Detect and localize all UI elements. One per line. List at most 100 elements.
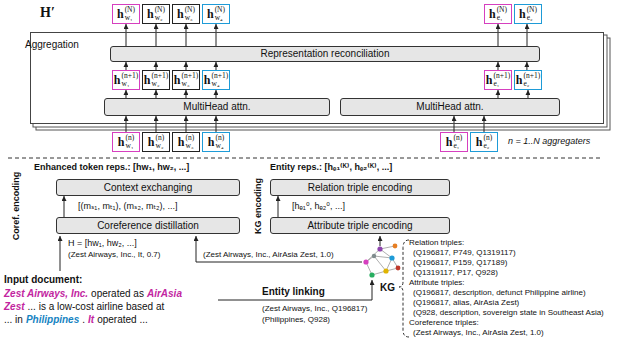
math-symbol: h xyxy=(446,136,453,148)
connector xyxy=(278,196,279,217)
connector xyxy=(216,116,217,132)
entity-mention: Zest xyxy=(4,301,25,313)
entity-mention: Zest Airways, Inc. xyxy=(4,288,88,300)
input-arrow xyxy=(60,236,61,271)
superscript: (n+1) xyxy=(523,72,540,80)
embedding-box: h(n)e₁ xyxy=(440,132,468,152)
subscript: w₄ xyxy=(211,80,228,88)
graph-node xyxy=(396,266,401,271)
graph-edge xyxy=(374,256,392,258)
link-result: (Zest Airways, Inc., Q196817) xyxy=(262,304,367,314)
math-symbol: h xyxy=(117,8,124,20)
subscript: w₂ xyxy=(155,14,165,22)
connector xyxy=(498,24,499,46)
list-heading: Attribute triples: xyxy=(409,278,465,288)
superscript: (n) xyxy=(185,134,194,142)
embedding-box: h(n)w₄ xyxy=(202,132,230,152)
connector xyxy=(215,90,216,98)
link-result: (Philippines, Q928) xyxy=(262,315,330,325)
box-label: Attribute triple encoding xyxy=(307,220,412,232)
embedding-box: h(n+1)w₄ xyxy=(202,70,230,90)
subscript: e₁ xyxy=(453,142,462,150)
subscript: w₃ xyxy=(185,14,195,22)
connector xyxy=(527,90,528,98)
index-stack: (n+1)e₁ xyxy=(493,72,510,88)
graph-node xyxy=(377,246,382,251)
subscript: w₃ xyxy=(181,80,198,88)
connector xyxy=(155,62,156,70)
output-label: Entity reps.: [hₑ₁⁽ᴷ⁾, hₑ₂⁽ᴷ⁾, ...] xyxy=(270,162,392,173)
box-label: Context exchanging xyxy=(104,182,192,194)
box-label: Coreference distillation xyxy=(97,220,199,232)
embedding-box: h(n+1)w₁ xyxy=(112,70,140,90)
intermediate-label: [hₑ₁⁰, hₑ₂⁰, ...] xyxy=(292,201,345,212)
subscript: e₂ xyxy=(483,142,492,150)
matrix-symbol: H′ xyxy=(40,5,55,21)
math-symbol: h xyxy=(207,8,214,20)
list-heading: Relation triples: xyxy=(409,238,464,248)
index-stack: (n+1)w₁ xyxy=(121,72,138,88)
connector xyxy=(527,24,528,46)
doc-heading: Input document: xyxy=(4,274,82,286)
superscript: (n) xyxy=(453,134,462,142)
math-symbol: h xyxy=(178,136,185,148)
math-symbol: h xyxy=(148,136,155,148)
math-symbol: h xyxy=(476,136,483,148)
index-stack: (n+1)w₂ xyxy=(151,72,168,88)
section-label: Coref. encoding xyxy=(11,172,22,241)
math-symbol: h xyxy=(114,74,121,86)
kg-label: KG xyxy=(380,282,395,294)
index-stack: (n)w₄ xyxy=(215,134,224,150)
connector xyxy=(185,62,186,70)
process-box: Context exchanging xyxy=(56,179,240,196)
index-stack: (N)w₂ xyxy=(155,6,165,22)
math-symbol: h xyxy=(177,8,184,20)
graph-node xyxy=(393,244,398,249)
connector xyxy=(185,90,186,98)
math-symbol: h xyxy=(208,136,215,148)
superscript: (n) xyxy=(155,134,164,142)
connector xyxy=(64,196,65,217)
aggregation-frame: Representation reconciliationh(n+1)w₁h(n… xyxy=(30,32,604,124)
process-box: MultiHead attn. xyxy=(104,98,330,116)
superscript: (N) xyxy=(527,6,537,14)
entity-mention: AirAsia xyxy=(147,288,182,300)
process-box: MultiHead attn. xyxy=(340,98,560,116)
graph-node xyxy=(369,272,374,277)
connector xyxy=(497,90,498,98)
embedding-box: h(N)e₂ xyxy=(514,4,542,24)
math-symbol: h xyxy=(519,8,526,20)
superscript: (N) xyxy=(155,6,165,14)
graph-node xyxy=(372,254,376,258)
box-label: Representation reconciliation xyxy=(261,48,390,60)
triple: (Q196817, P159, Q17189) xyxy=(413,258,507,268)
index-stack: (n)w₃ xyxy=(185,134,194,150)
embedding-box: h(N)e₁ xyxy=(484,4,512,24)
entity-link-arrow xyxy=(218,280,372,300)
index-stack: (n)w₁ xyxy=(125,134,134,150)
doc-text: ... in xyxy=(4,314,23,326)
entity-mention: Philippines xyxy=(26,314,79,326)
output-label: Enhanced token reps.: [hw₁, hw₂, ...] xyxy=(34,162,189,173)
doc-text: ... is a low-cost airline based at xyxy=(28,301,165,313)
subscript: w₁ xyxy=(125,142,134,150)
embedding-box: h(n+1)e₂ xyxy=(514,70,542,90)
superscript: (n+1) xyxy=(121,72,138,80)
subscript: w₃ xyxy=(185,142,194,150)
connector xyxy=(155,90,156,98)
superscript: (n+1) xyxy=(181,72,198,80)
math-symbol: h xyxy=(486,74,493,86)
connector xyxy=(484,116,485,132)
subscript: w₁ xyxy=(125,14,135,22)
coref-triple-arrow xyxy=(196,236,362,262)
superscript: (N) xyxy=(215,6,225,14)
kg-graph-nodes xyxy=(363,244,400,278)
embedding-box: h(n)w₁ xyxy=(112,132,140,152)
subscript: w₄ xyxy=(215,142,224,150)
superscript: (n) xyxy=(125,134,134,142)
math-symbol: h xyxy=(174,74,181,86)
embedding-box: h(n+1)w₂ xyxy=(142,70,170,90)
arrow-label: (Zest Airways, Inc., AirAsia Zest, 1.0) xyxy=(202,250,335,260)
connector xyxy=(497,62,498,70)
math-symbol: h xyxy=(489,8,496,20)
